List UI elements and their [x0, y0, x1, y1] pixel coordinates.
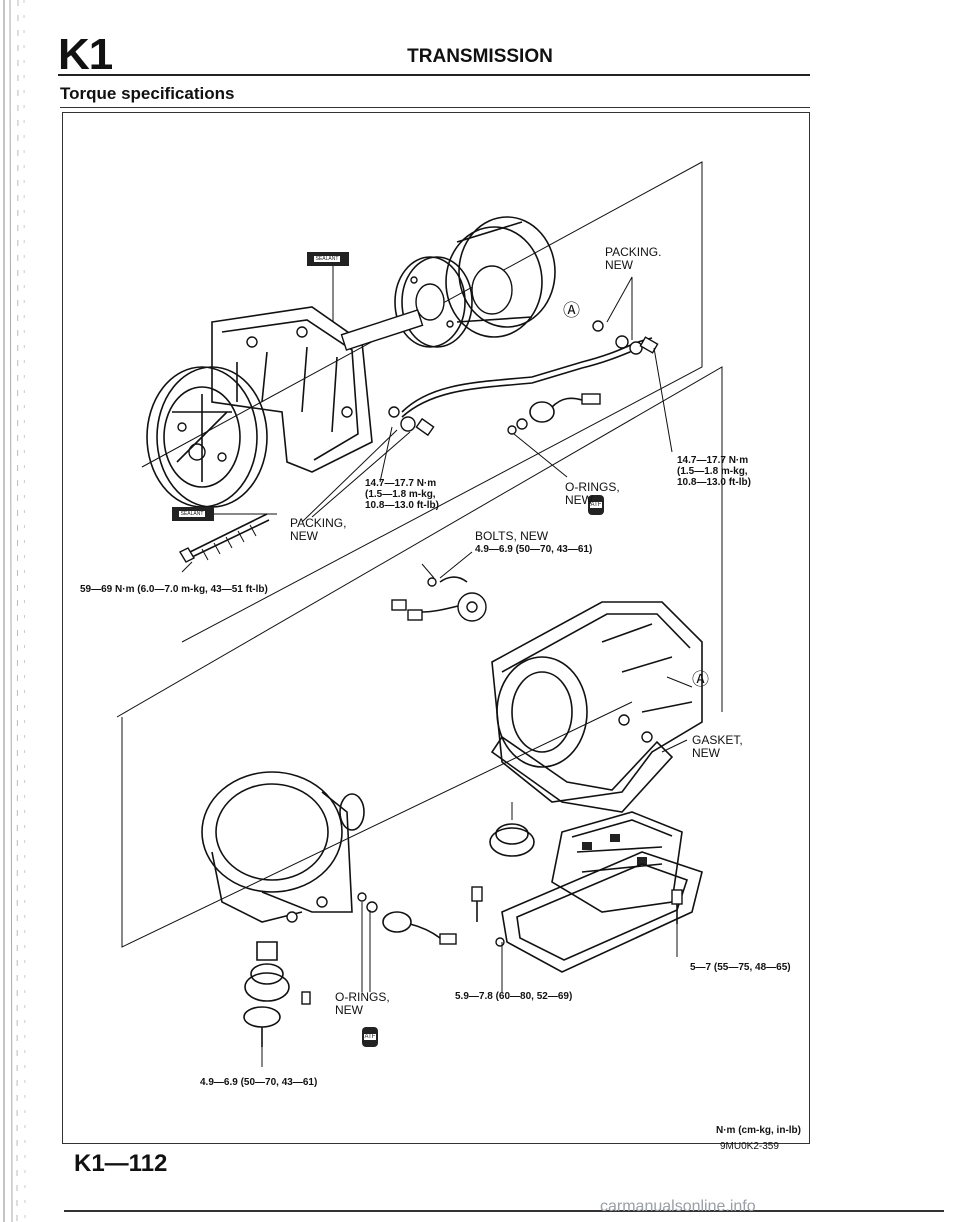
section-subtitle: Torque specifications — [60, 84, 235, 103]
servo-cover — [489, 802, 535, 857]
long-bolt-left — [179, 513, 270, 563]
speedometer-gear — [357, 892, 457, 945]
transmission-case — [491, 601, 703, 803]
sensor-connector-top — [507, 393, 601, 435]
label-atf-top: ATF — [590, 502, 602, 508]
marker-a-right: Ⓐ — [692, 670, 709, 689]
header-rule — [58, 74, 810, 76]
speed-sensor-mid — [391, 563, 487, 622]
extension-housing — [201, 771, 365, 923]
label-orings-new-top: O-RINGS, NEW — [565, 480, 620, 507]
label-orings-new-bottom: O-RINGS, NEW — [335, 990, 390, 1017]
label-packing-new-top: PACKING. NEW — [605, 245, 662, 272]
label-bolts-new: BOLTS, NEW — [475, 529, 549, 543]
label-torque-59-69: 59—69 N·m (6.0—7.0 m-kg, 43—51 ft-lb) — [80, 584, 268, 595]
torque-converter — [146, 366, 268, 508]
assembly-plane-lines — [116, 161, 723, 948]
label-torque-5-9-7-8: 5.9—7.8 (60—80, 52—69) — [455, 991, 573, 1002]
sealant-tube-top — [307, 252, 349, 322]
atf-can-top — [588, 495, 604, 515]
subtitle-rule — [60, 107, 810, 108]
oil-pan-gasket — [490, 735, 674, 813]
figure-reference: 9MU0K2-359 — [720, 1141, 779, 1152]
oil-pan — [495, 851, 703, 973]
label-atf-bottom: ATF — [364, 1034, 376, 1040]
figure-frame — [62, 112, 810, 1144]
oil-pump-assembly — [340, 256, 473, 351]
exploded-diagram — [116, 161, 723, 1067]
footer-rule — [64, 1210, 944, 1212]
label-torque-right-top: 14.7—17.7 N·m (1.5—1.8 m-kg, 10.8—13.0 f… — [677, 455, 751, 488]
page-title: TRANSMISSION — [407, 46, 553, 67]
section-code: K1 — [58, 30, 113, 79]
label-packing-new-left: PACKING, NEW — [290, 516, 347, 543]
label-units-note: N·m (cm-kg, in-lb) — [716, 1125, 801, 1136]
label-sealant-left: SEALANT — [180, 511, 204, 517]
label-sealant-top: SEALANT — [315, 256, 339, 262]
label-bolts-torque: 4.9—6.9 (50—70, 43—61) — [475, 544, 593, 555]
label-torque-left-mid: 14.7—17.7 N·m (1.5—1.8 m-kg, 10.8—13.0 f… — [365, 478, 439, 511]
label-torque-bottom: 4.9—6.9 (50—70, 43—61) — [200, 1077, 318, 1088]
page-number: K1—112 — [74, 1150, 168, 1177]
binding-edge — [3, 0, 26, 1222]
atf-can-bottom — [362, 1027, 378, 1047]
cooler-pipe — [388, 320, 659, 437]
watermark: carmanualsonline.info — [600, 1198, 756, 1215]
drum-clutch-assembly — [445, 216, 556, 338]
pan-bolts — [471, 886, 683, 924]
marker-a-top: Ⓐ — [563, 301, 580, 320]
governor-assembly — [243, 941, 311, 1047]
leader-lines — [181, 276, 693, 1067]
label-torque-5-7: 5—7 (55—75, 48—65) — [690, 962, 791, 973]
bell-housing — [211, 306, 373, 473]
label-gasket-new: GASKET, NEW — [692, 733, 743, 760]
